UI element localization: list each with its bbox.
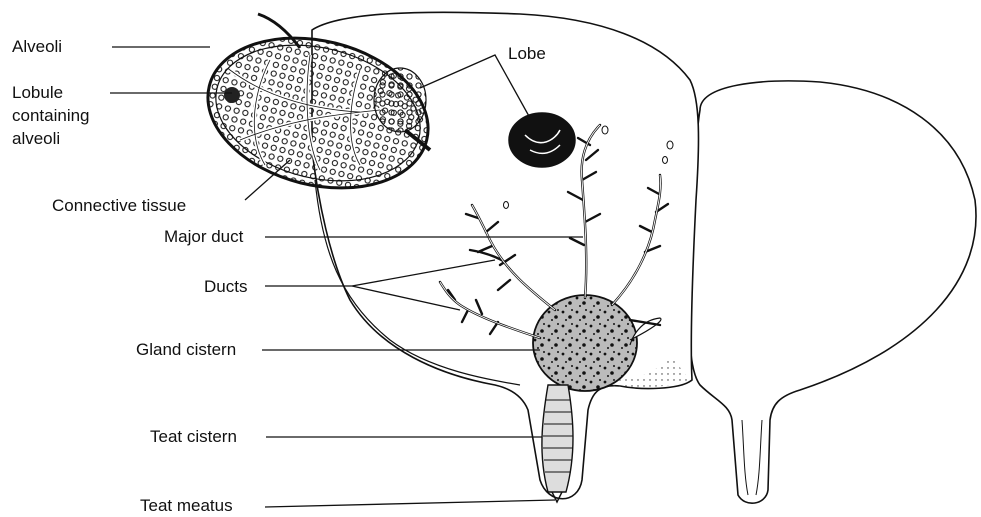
label-lobe: Lobe: [508, 44, 546, 63]
label-major-duct: Major duct: [164, 227, 243, 246]
label-gland-cistern: Gland cistern: [136, 340, 236, 359]
label-connective-tissue: Connective tissue: [52, 196, 186, 215]
right-quarter-outline: [690, 81, 976, 503]
label-alveoli: Alveoli: [12, 37, 62, 56]
leader-teat-meatus: [265, 500, 555, 507]
label-lobule-line2: containing: [12, 106, 90, 125]
lobe-shape: [509, 113, 575, 167]
teat-cistern-shape: [542, 385, 573, 492]
label-teat-meatus: Teat meatus: [140, 496, 233, 515]
label-lobule-line3: alveoli: [12, 129, 60, 148]
label-ducts: Ducts: [204, 277, 247, 296]
label-lobule-line1: Lobule: [12, 83, 63, 102]
label-teat-cistern: Teat cistern: [150, 427, 237, 446]
